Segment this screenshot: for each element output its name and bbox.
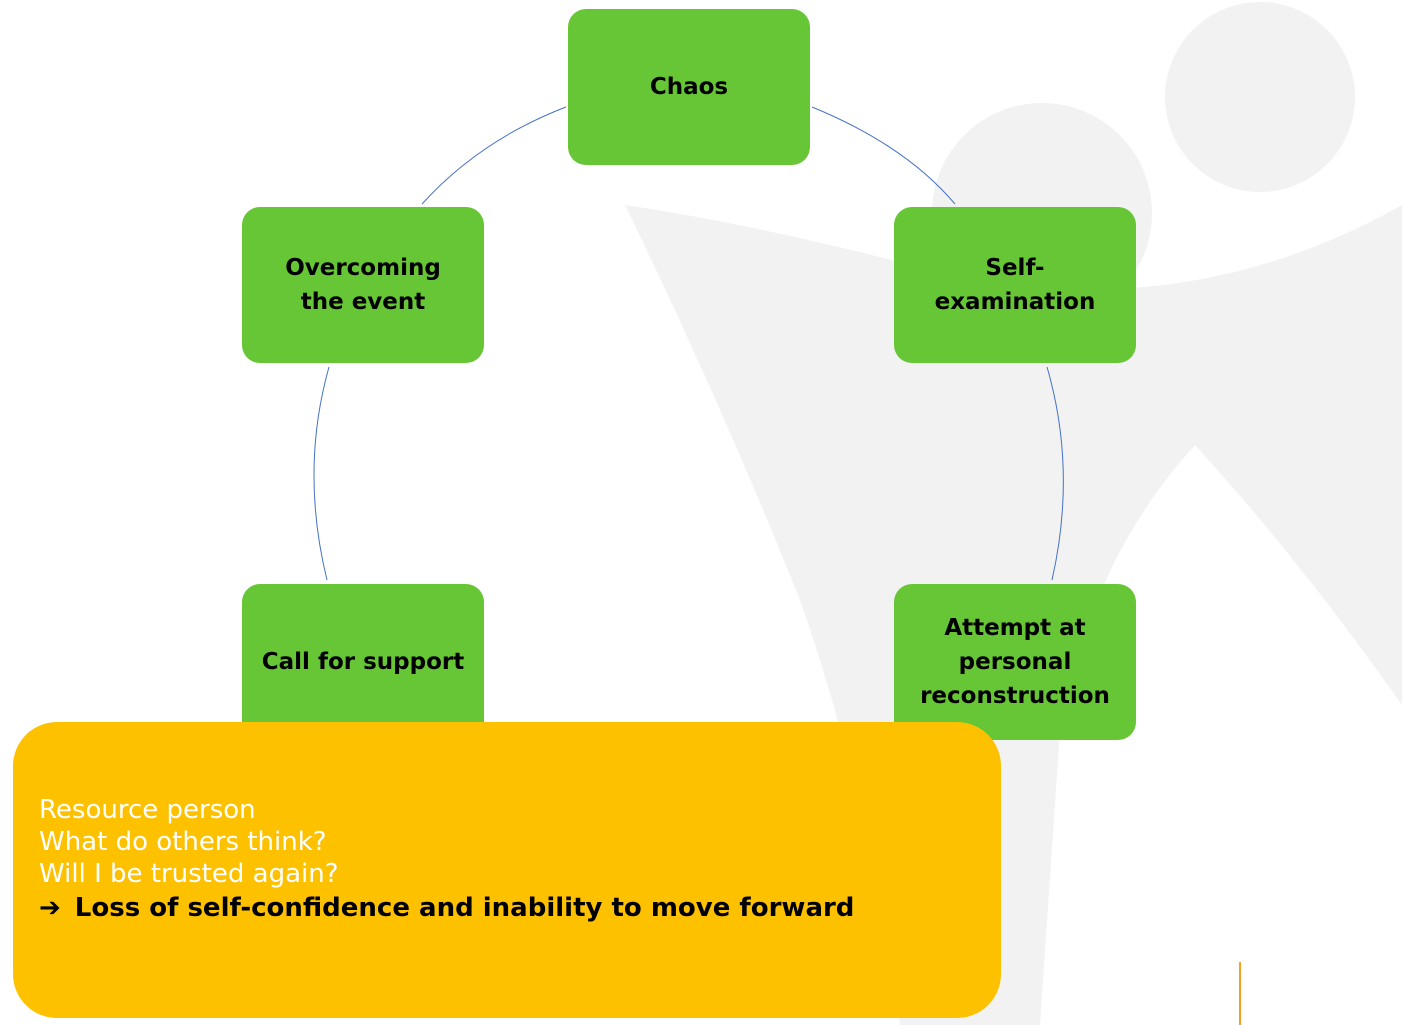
cycle-node-label: Chaos [649, 74, 729, 100]
cycle-node-chaos: Chaos [568, 9, 810, 165]
cycle-node-self-examination: Self- examination [894, 207, 1136, 363]
callout-line: Will I be trusted again? [39, 859, 339, 889]
connector-overcoming-chaos [421, 106, 567, 205]
cycle-node-label: Attempt at personal reconstruction [920, 615, 1110, 709]
callout-box: Resource person What do others think? Wi… [13, 722, 1001, 1018]
callout-line: What do others think? [39, 827, 327, 857]
connector-self-attempt [1046, 366, 1064, 581]
cycle-node-label: Self- examination [934, 255, 1096, 315]
cycle-node-call-for-support: Call for support [242, 584, 484, 740]
callout-line: Resource person [39, 795, 256, 825]
arrow-right-icon: ➔ [39, 893, 61, 923]
connector-call-overcoming [313, 366, 330, 581]
callout-conclusion-text: Loss of self-confidence and inability to… [74, 893, 855, 923]
cycle-node-attempt: Attempt at personal reconstruction [894, 584, 1136, 740]
cycle-node-label: Overcoming the event [285, 255, 441, 315]
cycle-node-label: Call for support [261, 649, 465, 675]
callout-conclusion: ➔ Loss of self-confidence and inability t… [39, 890, 1001, 926]
cycle-node-overcoming: Overcoming the event [242, 207, 484, 363]
figure-head-right [1165, 2, 1355, 192]
connector-chaos-self [811, 106, 956, 205]
